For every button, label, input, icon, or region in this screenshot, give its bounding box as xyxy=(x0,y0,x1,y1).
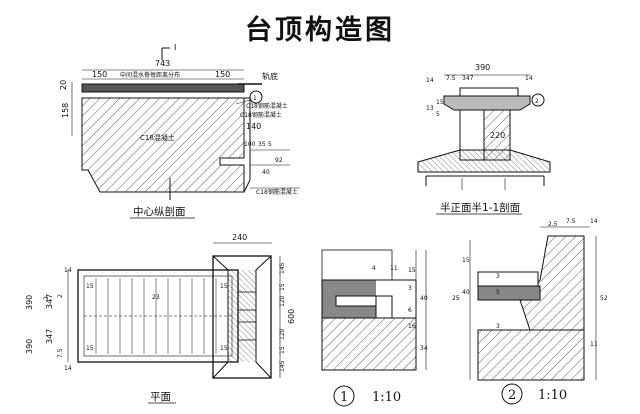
dim-14b: 14 xyxy=(525,75,533,82)
dim-220: 220 xyxy=(490,131,505,140)
d2-5: 5 xyxy=(496,289,500,296)
caption-cross: 半正面半1-1剖面 xyxy=(440,201,520,214)
plan-r120b: 120 xyxy=(279,328,286,340)
d2-14: 14 xyxy=(590,218,598,225)
caption-plan: 平面 xyxy=(150,391,171,403)
dim-14a: 14 xyxy=(426,77,434,84)
detail-1-scale: 1:10 xyxy=(372,390,401,405)
dim-h15: 15 xyxy=(436,99,444,106)
d2-7-5: 7.5 xyxy=(566,218,576,225)
detail-1: 4 11 3 15 40 6 16 34 1 1:10 xyxy=(321,249,428,407)
dim-left-150: 150 xyxy=(92,70,107,79)
plan-347a: 347 xyxy=(45,294,54,309)
dim-total-length: 743 xyxy=(155,59,170,68)
d2-3: 3 xyxy=(496,273,500,280)
plan-r120a: 120 xyxy=(279,295,286,307)
section-mark-top: I xyxy=(174,43,176,52)
label-c18-rebar-2: C18钢筋混凝土 xyxy=(240,111,282,119)
d2-3b: 3 xyxy=(496,323,500,330)
dim-5: 5 xyxy=(268,141,272,148)
d2-11: 11 xyxy=(590,341,598,348)
d1-6: 6 xyxy=(408,307,412,314)
plan-2b: 2 xyxy=(57,294,64,298)
plan-14b: 14 xyxy=(64,365,72,372)
d2-25: 25 xyxy=(452,295,460,302)
plan-r145b: 145 xyxy=(279,360,286,372)
dim-h20: 20 xyxy=(59,80,68,90)
label-c18-rebar-1: C18钢筋混凝土 xyxy=(246,102,288,110)
dim-100: 100 xyxy=(244,141,256,148)
dim-35: 35 xyxy=(258,141,266,148)
plan-390b: 390 xyxy=(25,339,34,354)
plan-r15a: 15 xyxy=(279,283,286,291)
detail-1-callout: 1 xyxy=(340,390,348,405)
detail-2-scale: 1:10 xyxy=(538,388,567,403)
rail-label: 轨底 xyxy=(262,71,278,81)
plan-347b: 347 xyxy=(45,329,54,344)
inner-15a: 15 xyxy=(86,283,94,290)
dim-7-5: 7.5 xyxy=(446,75,456,82)
dim-92: 92 xyxy=(275,157,283,164)
plan-view: 240 15 15 15 15 23 390 390 2 347 2 347 xyxy=(25,233,296,404)
top-note: 中间混水脊每距离分布 xyxy=(120,71,180,79)
longitudinal-section: I 743 150 150 中间混水脊每距离分布 20 158 C18混凝土 轨… xyxy=(59,43,300,219)
plan-14a: 14 xyxy=(64,267,72,274)
plan-r145a: 145 xyxy=(279,262,286,274)
plan-23: 23 xyxy=(152,294,160,301)
inner-15b: 15 xyxy=(220,283,228,290)
plan-7-5: 7.5 xyxy=(57,348,64,358)
plan-390a: 390 xyxy=(25,295,34,310)
plan-r15b: 15 xyxy=(279,346,286,354)
dim-390: 390 xyxy=(475,63,490,72)
page-title: 台顶构造图 xyxy=(245,15,395,46)
d1-16: 16 xyxy=(408,323,416,330)
d2-2-5: 2.5 xyxy=(548,221,558,228)
d1-11: 11 xyxy=(390,265,398,272)
dim-40: 40 xyxy=(262,169,270,176)
d1-34: 34 xyxy=(420,345,428,352)
d1-4: 4 xyxy=(372,265,376,272)
cross-section: 390 14 7.5 347 14 2 13 15 5 220 2 半正面半1-… xyxy=(417,63,551,215)
dim-347: 347 xyxy=(462,75,474,82)
d2-40: 40 xyxy=(462,289,470,296)
dim-h158: 158 xyxy=(61,103,70,118)
dim-240: 240 xyxy=(232,233,247,242)
plan-2a: 2 xyxy=(43,296,50,300)
label-c18-plain: C18混凝土 xyxy=(140,133,175,142)
detail-2: 2.5 7.5 14 15 3 5 40 25 52 3 11 2 1:10 xyxy=(452,218,608,405)
inner-15d: 15 xyxy=(220,345,228,352)
inner-15c: 15 xyxy=(86,345,94,352)
d1-15: 15 xyxy=(408,267,416,274)
detail-2-callout: 2 xyxy=(508,388,516,403)
plan-r600: 600 xyxy=(287,309,296,324)
dim-h5: 5 xyxy=(436,111,440,118)
dim-140: 140 xyxy=(246,122,261,131)
label-c18-bottom: C18钢筋混凝土 xyxy=(256,188,298,196)
callout-2: 2 xyxy=(535,98,539,105)
callout-1: 1 xyxy=(253,95,257,102)
d1-40: 40 xyxy=(420,295,428,302)
caption-longitudinal: 中心纵剖面 xyxy=(133,205,186,218)
d2-15: 15 xyxy=(462,257,470,264)
d2-52: 52 xyxy=(600,295,608,302)
dim-h13: 13 xyxy=(426,105,434,112)
dim-right-150: 150 xyxy=(215,70,230,79)
d1-3: 3 xyxy=(408,285,412,292)
